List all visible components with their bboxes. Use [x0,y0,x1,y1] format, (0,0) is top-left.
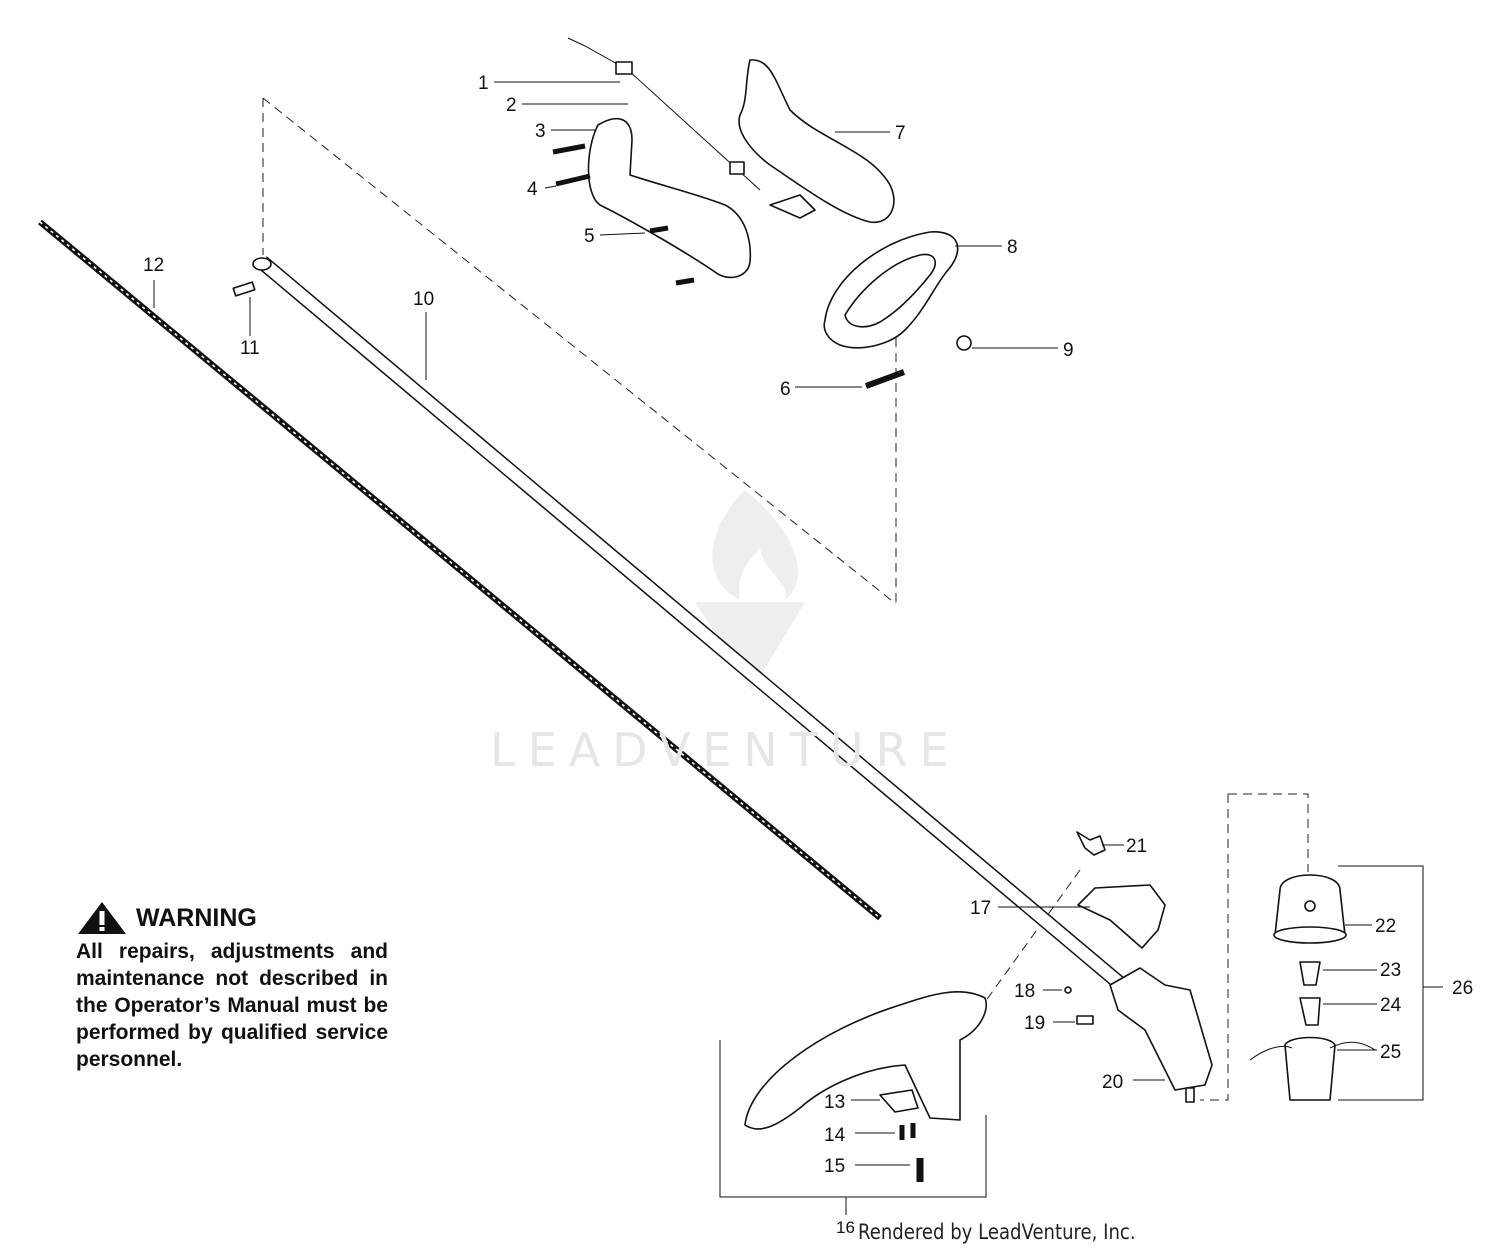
leader-lines [153,81,1377,1166]
callout-2: 2 [506,95,517,116]
callout-9: 9 [1063,340,1074,361]
guard-16-part [744,991,987,1182]
callout-24: 24 [1380,995,1402,1016]
group-bracket-16 [719,1040,987,1215]
callout-22: 22 [1375,916,1396,937]
gear-head-20-part [1109,967,1213,1103]
callout-labels: 1 2 3 4 5 6 7 8 9 10 11 12 13 14 15 16 1… [143,73,1473,1237]
callout-3: 3 [535,121,546,142]
callout-17: 17 [970,898,991,919]
callout-1: 1 [478,73,489,94]
handle-half-3-part [587,117,752,279]
callout-11: 11 [240,338,260,359]
callout-16: 16 [836,1218,855,1237]
flame-logo-icon [695,490,805,690]
warning-notice: WARNING All repairs, adjustments and mai… [76,900,388,1073]
callout-8: 8 [1007,237,1018,258]
callout-13: 13 [824,1092,845,1113]
loop-handle-part [823,231,959,349]
assembly-line-head [1200,793,1309,1101]
callout-18: 18 [1014,981,1035,1002]
warning-triangle-icon [78,902,126,934]
warning-body: All repairs, adjustments and maintenance… [76,940,388,1071]
callout-19: 19 [1024,1013,1045,1034]
callout-5: 5 [584,226,595,247]
throttle-cable-part [567,37,761,191]
callout-10: 10 [413,289,434,310]
screw-11-part [232,281,256,297]
shaft-tube-part [252,256,1135,998]
callout-20: 20 [1102,1072,1123,1093]
screws-4-5-part [552,143,695,286]
screw-18-part [1064,986,1072,994]
callout-21: 21 [1126,836,1147,857]
nut-9-part [956,335,972,351]
assembly-line-handle [262,97,897,605]
render-credit: Rendered by LeadVenture, Inc. [858,1220,1136,1244]
callout-23: 23 [1380,960,1401,981]
callout-4: 4 [527,179,538,200]
assembly-line-guard [984,869,1081,1003]
callout-7: 7 [895,123,906,144]
handle-half-7-part [738,59,895,223]
warning-header: WARNING [76,900,388,936]
bolt-6-part [864,369,906,389]
callout-12: 12 [143,255,164,276]
callout-26: 26 [1452,978,1473,999]
drive-shaft-part [38,219,882,921]
screw-19-part [1076,1015,1094,1025]
callout-14: 14 [824,1125,846,1146]
group-bracket-26 [1338,865,1443,1101]
trimmer-head-part [1249,874,1376,1101]
wing-nut-21-part [1076,831,1106,856]
bracket-17-part [1077,884,1166,949]
callout-15: 15 [824,1156,845,1177]
warning-title: WARNING [136,904,257,932]
callout-6: 6 [780,379,791,400]
watermark: LEADVENTURE [490,723,961,777]
callout-25: 25 [1380,1042,1401,1063]
